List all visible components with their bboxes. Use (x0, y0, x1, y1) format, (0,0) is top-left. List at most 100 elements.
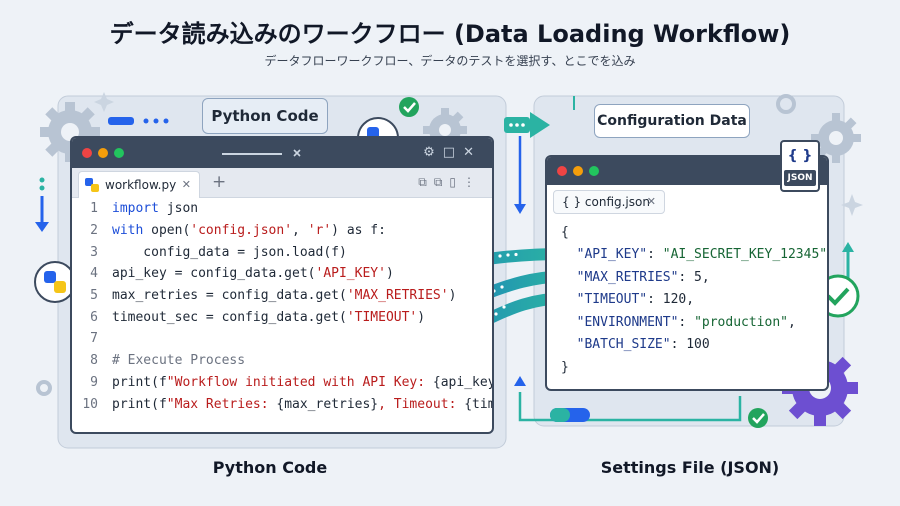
code-token: 'MAX_RETRIES' (346, 288, 449, 304)
line-number: 2 (90, 223, 98, 239)
code-token: ) as f: (331, 223, 386, 239)
json-token: : 5, (678, 269, 710, 285)
json-content[interactable]: { "API_KEY": "AI_SECRET_KEY_12345", "MAX… (561, 221, 827, 379)
config-tab-label: { } config.json (562, 195, 650, 209)
new-tab-button[interactable]: + (212, 172, 227, 192)
editor-tab-tools[interactable]: ⧉⧉▯⋮ (418, 175, 482, 189)
close-window-button[interactable] (82, 148, 92, 158)
python-code-label: Python Code (202, 98, 328, 134)
code-token: 'config.json' (190, 223, 293, 239)
json-token: : (678, 314, 695, 330)
code-token: {api_key[: (432, 374, 492, 390)
json-line: } (561, 356, 827, 379)
json-token: "production" (694, 314, 788, 330)
tab-close-icon[interactable]: ✕ (181, 178, 191, 191)
code-token: ) (385, 266, 394, 282)
json-token: { (561, 224, 569, 240)
line-number: 5 (90, 288, 98, 304)
tab-workflow-py[interactable]: workflow.py ✕ (78, 171, 200, 198)
code-token: "Max Retries: (166, 396, 277, 412)
config-editor-window: { } config.json ✕ { "API_KEY": "AI_SECRE… (545, 155, 829, 391)
code-token: {timeo (464, 396, 492, 412)
code-token: print(f (112, 396, 167, 412)
editor-titlebar-tools[interactable]: ⚙□✕ (423, 145, 482, 160)
json-line: { (561, 221, 827, 244)
code-line: 5 max_retries = config_data.get('MAX_RETR… (72, 285, 492, 307)
json-token: : (647, 247, 663, 263)
sparkle-icon (94, 92, 114, 112)
code-token: timeout_sec = config_data.get( (112, 309, 347, 325)
code-token: open( (143, 223, 191, 239)
json-braces-text: { } (787, 148, 813, 164)
code-token: # Execute Process (112, 353, 246, 369)
code-token: config_data = json.load(f) (112, 244, 347, 260)
line-number: 6 (90, 309, 98, 325)
small-gear-icon (776, 94, 796, 114)
config-close-button[interactable] (557, 166, 567, 176)
code-token: import (112, 201, 159, 217)
line-number: 4 (90, 266, 98, 282)
title-tab-decoration (222, 149, 301, 157)
code-line: 6 timeout_sec = config_data.get('TIMEOUT'… (72, 306, 492, 328)
code-token: max_retries = config_data.get( (112, 288, 347, 304)
maximize-window-button[interactable] (114, 148, 124, 158)
code-line: 3 config_data = json.load(f) (72, 241, 492, 263)
json-file-icon: { } JSON (780, 140, 820, 192)
check-icon-top (399, 97, 419, 117)
code-token: , Timeout: (378, 396, 465, 412)
code-token: 'API_KEY' (315, 266, 386, 282)
json-line: "TIMEOUT": 120, (561, 289, 827, 312)
json-line: "MAX_RETRIES": 5, (561, 266, 827, 289)
tab-label: workflow.py (105, 178, 177, 192)
page-subtitle: データフローワークフロー、データのテストを選択す、とこでを込み (264, 54, 636, 68)
json-token: "ENVIRONMENT" (561, 314, 679, 330)
line-number: 1 (90, 201, 98, 217)
code-line: 2 with open('config.json', 'r') as f: (72, 220, 492, 242)
check-icon-bottom (748, 408, 768, 428)
code-line: 8# Execute Process (72, 350, 492, 372)
line-number: 3 (90, 244, 98, 260)
code-token: api_key = config_data.get( (112, 266, 316, 282)
tab-config-json[interactable]: { } config.json ✕ (553, 190, 665, 214)
json-line: "BATCH_SIZE": 100 (561, 334, 827, 357)
code-line: 4 api_key = config_data.get('API_KEY') (72, 263, 492, 285)
config-tab-close-icon[interactable]: ✕ (646, 195, 656, 208)
code-token: print(f (112, 374, 167, 390)
json-line: "API_KEY": "AI_SECRET_KEY_12345", (561, 244, 827, 267)
json-token: : 100 (670, 337, 710, 353)
configuration-data-label: Configuration Data (594, 104, 750, 138)
json-token: "API_KEY" (561, 247, 648, 263)
config-maximize-button[interactable] (589, 166, 599, 176)
editor-titlebar: ⚙□✕ (72, 138, 492, 168)
sparkle-icon-right (841, 194, 863, 216)
python-code-caption: Python Code (212, 458, 328, 477)
json-token: "MAX_RETRIES" (561, 269, 679, 285)
small-gear-icon-bottom (36, 380, 52, 396)
line-number: 10 (82, 396, 98, 412)
code-line: 1 import json (72, 198, 492, 220)
code-token: with (112, 223, 144, 239)
json-token: , (787, 314, 796, 330)
code-token: 'TIMEOUT' (346, 309, 418, 325)
json-token: "BATCH_SIZE" (561, 337, 671, 353)
code-token: 'r' (307, 223, 332, 239)
code-area[interactable]: 1 import json 2 with open('config.json', 'r… (72, 198, 492, 415)
code-token: , (292, 223, 308, 239)
json-token: "TIMEOUT" (561, 292, 648, 308)
editor-tab-row: workflow.py ✕ + ⧉⧉▯⋮ (72, 168, 492, 198)
json-line: "ENVIRONMENT": "production", (561, 311, 827, 334)
python-file-icon (85, 178, 99, 192)
code-token: ) (417, 309, 426, 325)
minimize-window-button[interactable] (98, 148, 108, 158)
python-editor-window: ⚙□✕ workflow.py ✕ + ⧉⧉▯⋮ 1 import json 2 wi… (70, 136, 494, 434)
code-token: json (158, 201, 199, 217)
json-token: : 120, (647, 292, 695, 308)
code-token: {max_retries} (276, 396, 379, 412)
line-number: 9 (90, 374, 98, 390)
json-tag-label: JSON (784, 170, 816, 186)
page-title: データ読み込みのワークフロー (Data Loading Workflow) (109, 20, 791, 48)
config-minimize-button[interactable] (573, 166, 583, 176)
blue-bar-decoration (108, 117, 134, 125)
line-number: 7 (90, 331, 98, 347)
